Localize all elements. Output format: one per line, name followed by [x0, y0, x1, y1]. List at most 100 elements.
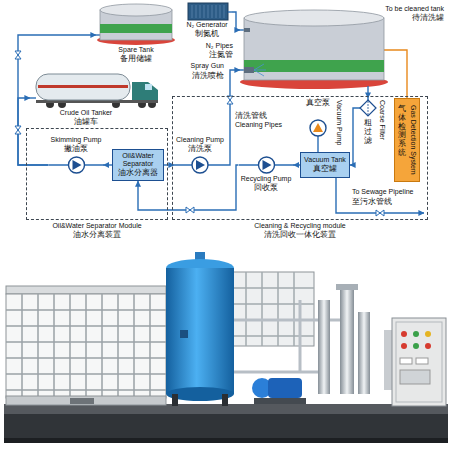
pipe-label: 至污水管线 — [352, 197, 392, 206]
pump-arrow — [262, 160, 271, 170]
valve-symbol — [227, 96, 233, 104]
node-label: 油罐车 — [60, 117, 112, 126]
node-label: 备用储罐 — [118, 54, 153, 63]
oil-layer — [100, 24, 172, 33]
valve-symbol — [376, 210, 384, 216]
pipe-stub — [30, 97, 36, 98]
label-stack: Vacuum Tank真空罐 — [303, 156, 347, 173]
control-panel — [392, 318, 446, 406]
pipe-label: 清洗喷枪 — [192, 71, 224, 80]
pump-symbol: Recycling Pump回收泵 — [239, 156, 294, 194]
pipe-connector — [350, 108, 358, 165]
tank-roof — [244, 10, 384, 26]
control-panel — [401, 331, 407, 337]
pipe-connector — [104, 164, 113, 165]
buffer-tank — [180, 330, 188, 338]
skid-frame — [4, 438, 448, 443]
node-label: 真空泵 — [306, 98, 330, 107]
control-panel — [425, 343, 431, 349]
valve-symbol — [15, 51, 21, 59]
module-group: Cleaning Pump清洗泵真空泵Vacuum Pump粗过滤Coarse … — [172, 96, 428, 244]
pump-symbol — [68, 157, 84, 173]
control-panel — [401, 343, 407, 349]
node-label: Crude Oil Tanker — [60, 109, 112, 117]
control-panel — [396, 322, 442, 402]
spray-gun — [244, 67, 254, 73]
truck-tank — [36, 74, 130, 100]
sewage-pipe — [336, 178, 424, 213]
control-panel — [384, 330, 392, 390]
label-stack: Cleaning & Recycling module清洗回收一体化装置 — [254, 222, 345, 239]
sewage-pipe — [336, 178, 424, 213]
node-label: Vacuum Pump — [335, 100, 343, 145]
label-stack: To be cleaned tank待清洗罐 — [385, 5, 444, 22]
pump-symbol: Skimming Pump撇油泵 — [49, 136, 104, 174]
buffer-tank — [222, 394, 228, 406]
buffer-tank — [166, 268, 234, 394]
node-label: 待清洗罐 — [385, 13, 444, 22]
pipe-label: 清洗管线 — [235, 111, 267, 120]
sensor-line — [384, 50, 407, 90]
pump-symbol — [310, 120, 326, 136]
tank-body — [244, 18, 384, 80]
node-label: Cleaning Pump — [176, 136, 224, 144]
oil-tanker-truck: Crude Oil Tanker油罐车 — [30, 70, 165, 128]
node-label: 清洗回收一体化装置 — [254, 230, 345, 239]
pump-arrow — [196, 160, 205, 170]
container-body — [188, 3, 228, 20]
pipe-label: 注氮管 — [209, 50, 233, 59]
control-panel — [413, 331, 419, 337]
pipe-connector — [18, 98, 49, 165]
pump-motor — [268, 378, 302, 398]
pump-symbol: Cleaning Pump清洗泵 — [174, 136, 226, 174]
ibc-tote — [70, 398, 94, 404]
truck-window — [145, 84, 152, 90]
spray-jet — [254, 64, 266, 76]
node-label: 油水分离装置 — [52, 230, 141, 239]
node-label: Spare Tank — [118, 46, 153, 54]
pipe-label: Cleaning Pipes — [235, 121, 282, 129]
nitrogen-generator: N₂ Generator制氮机 — [182, 2, 232, 40]
pipe-connector — [232, 12, 240, 30]
pump-symbol — [192, 157, 208, 173]
control-panel — [413, 343, 419, 349]
label-stack: Recycling Pump回收泵 — [241, 175, 292, 192]
ibc-tote — [6, 396, 166, 405]
node-label: 气体检测系统 — [398, 105, 406, 158]
node-label: 真空罐 — [303, 164, 347, 173]
label-stack: Cleaning Pump清洗泵 — [176, 136, 224, 153]
node-label: 制氮机 — [186, 29, 227, 38]
control-panel — [384, 318, 446, 406]
ibc-tote — [6, 294, 166, 398]
pipe-label: Spray Gun — [191, 62, 224, 70]
node-label: 油水分离器 — [115, 168, 161, 177]
node-label: 清洗泵 — [176, 144, 224, 153]
buffer-tank — [172, 394, 178, 406]
node-label: 粗过滤 — [364, 119, 372, 145]
node-label: Skimming Pump — [51, 136, 102, 144]
stainless-pipework — [340, 288, 354, 394]
stainless-pipework — [358, 312, 370, 394]
container-ribs — [192, 5, 224, 18]
label-stack: Skimming Pump撇油泵 — [51, 136, 102, 153]
stainless-pipework — [234, 284, 370, 394]
label-stack: Spare Tank备用储罐 — [118, 46, 153, 63]
pump-symbol — [258, 157, 274, 173]
node-label: Oil&Water Separator Module — [52, 222, 141, 230]
pump-arrow — [72, 160, 81, 170]
truck-stripe — [38, 85, 128, 88]
pipe-stub — [228, 11, 232, 12]
stainless-pipework — [336, 284, 358, 290]
node-label: 回收泵 — [241, 183, 292, 192]
pipe-stub — [96, 34, 100, 35]
label-stack: Oil&Water Separator油水分离器 — [115, 152, 161, 177]
control-panel — [400, 358, 412, 364]
node-label: Oil&Water Separator — [115, 152, 161, 168]
spare-tank: Spare Tank备用储罐 — [96, 2, 176, 66]
node-label: Recycling Pump — [241, 175, 292, 183]
pump-arrow — [313, 123, 323, 132]
node-label: To be cleaned tank — [385, 5, 444, 13]
skid-frame — [4, 414, 448, 438]
pipe-label: N₂ Pipes — [206, 42, 233, 50]
pump-motor — [254, 398, 306, 404]
